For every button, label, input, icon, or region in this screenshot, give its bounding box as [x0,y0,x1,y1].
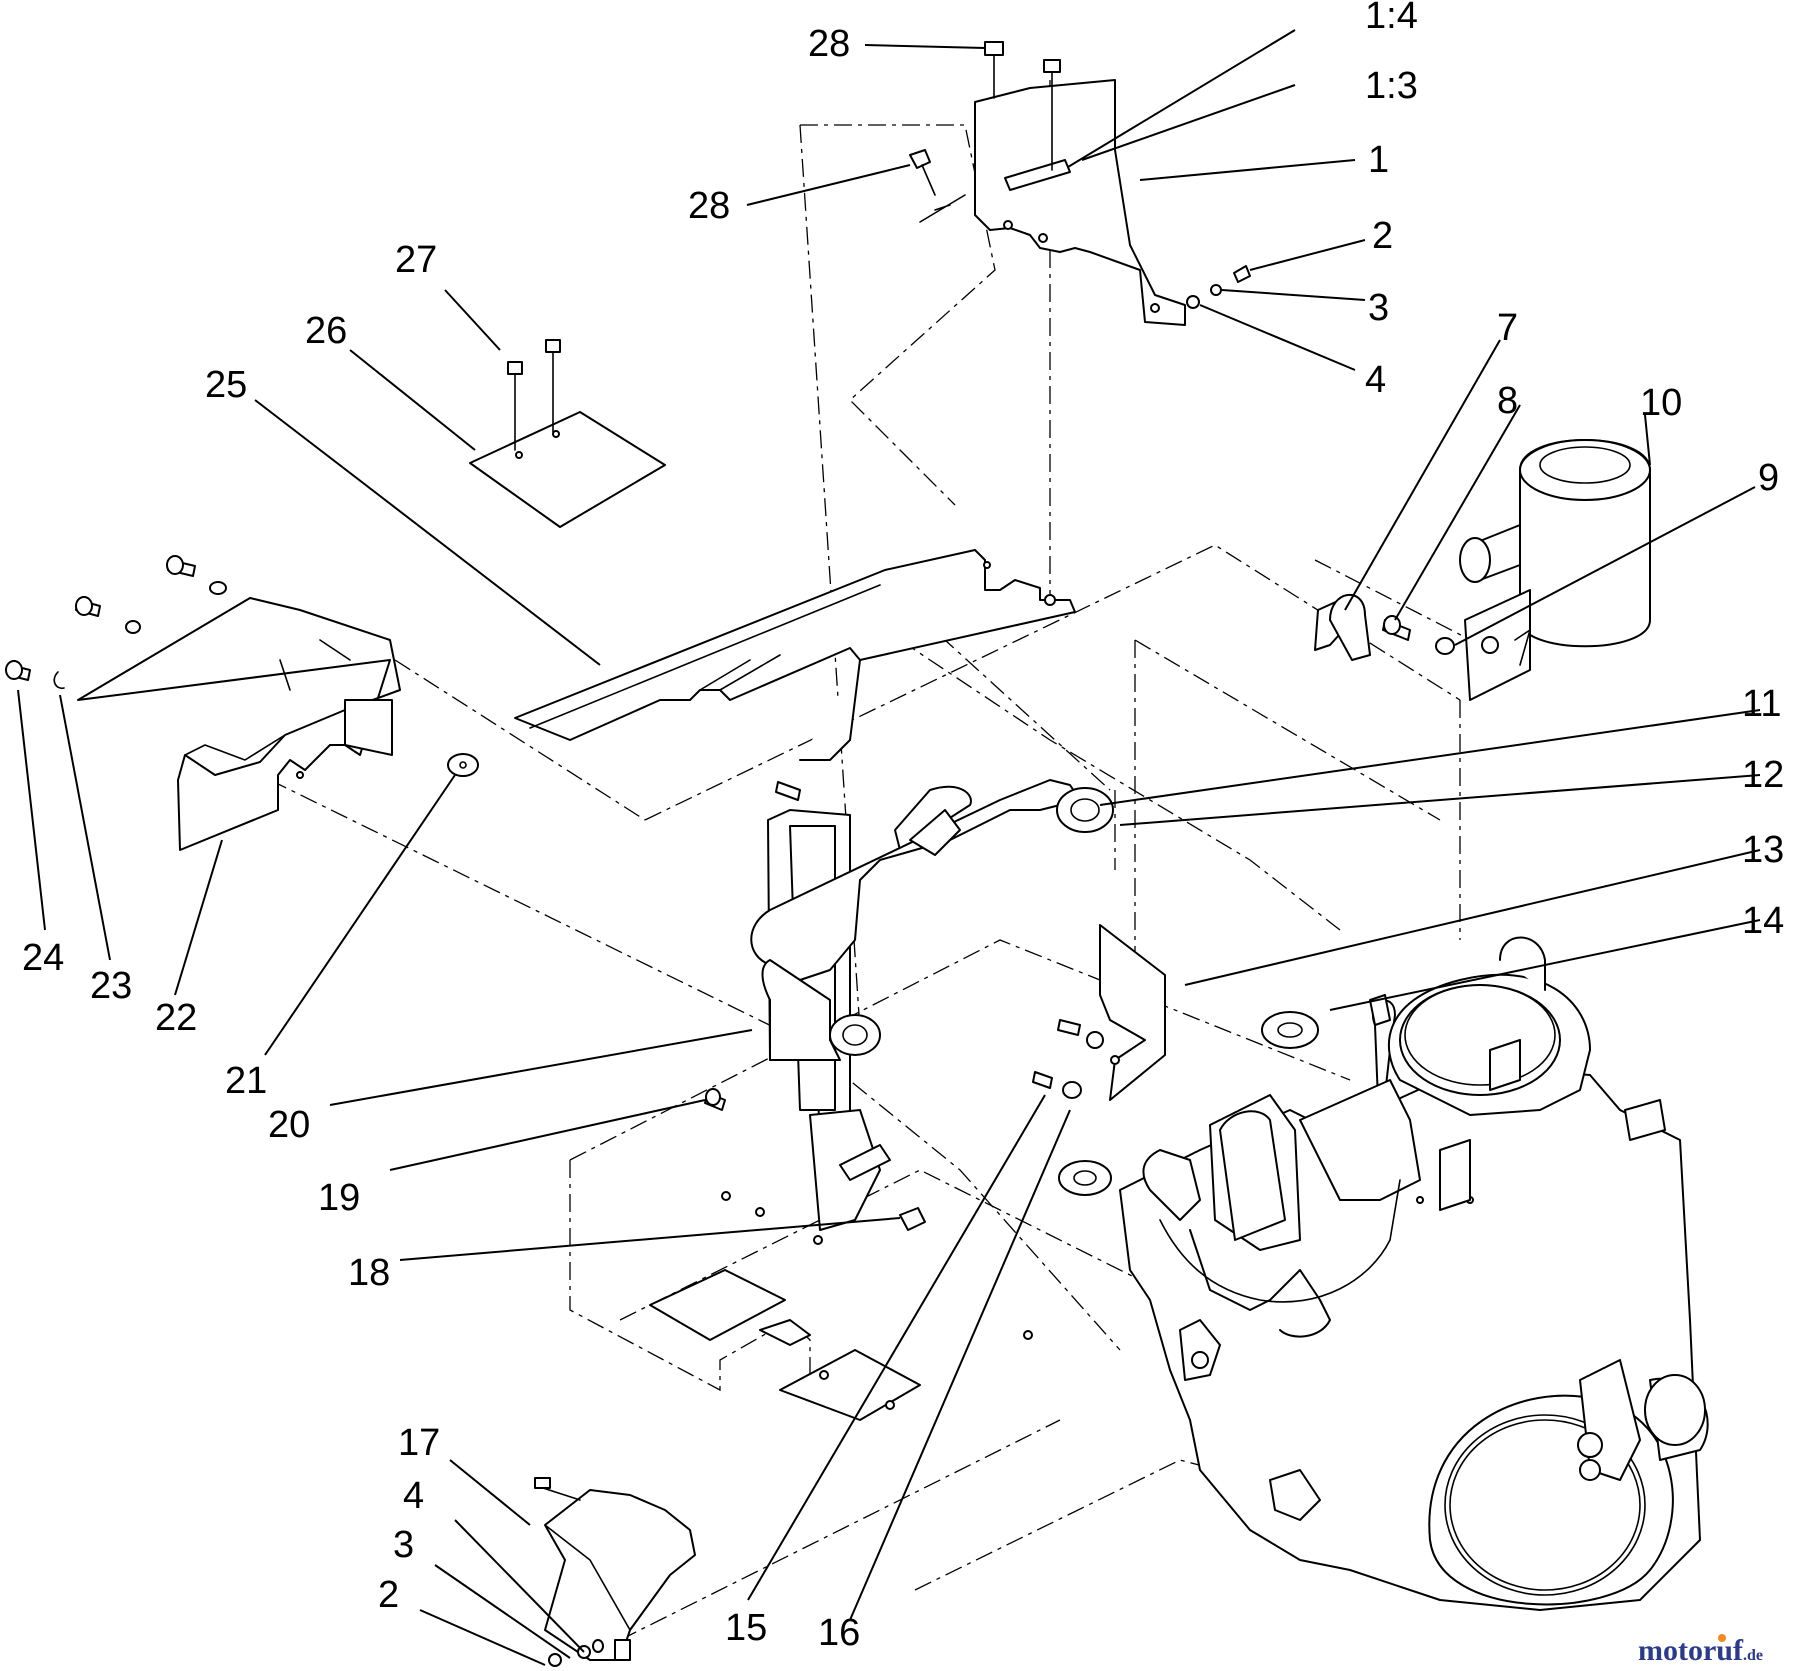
callout-4-top: 4 [1365,359,1386,401]
washer-21 [447,753,479,777]
bolts-28 [909,41,1061,223]
callout-23: 23 [90,965,132,1007]
callout-2-bottom: 2 [378,1574,399,1616]
callout-13: 13 [1742,829,1784,871]
callout-3-top: 3 [1368,287,1389,329]
air-cleaner-10 [1459,439,1651,701]
callout-15: 15 [725,1607,767,1649]
engine-block [1119,936,1709,1611]
callout-26: 26 [305,310,347,352]
engine-shroud [1032,924,1396,1196]
callout-28-left: 28 [688,185,730,227]
callout-1-4: 1:4 [1365,0,1418,37]
leader-lines [17,29,1761,1666]
callout-22: 22 [155,997,197,1039]
callout-10: 10 [1640,382,1682,424]
callout-3-bottom: 3 [393,1524,414,1566]
callout-9: 9 [1758,457,1779,499]
shield-fasteners [5,555,227,690]
upper-fasteners [1186,265,1251,309]
callout-12: 12 [1742,754,1784,796]
callout-1-3: 1:3 [1365,65,1418,107]
callout-labels: 28 1:4 1:3 1 28 2 3 4 27 26 25 7 8 10 9 … [22,0,1784,1654]
callout-25: 25 [205,364,247,406]
small-shield-17 [534,1477,696,1667]
air-cleaner-mount-7-8-9 [1314,594,1455,661]
bolt-19-nut-18 [704,781,926,1231]
callout-4-bottom: 4 [403,1475,424,1517]
long-bracket-25 [514,549,1076,761]
callout-20: 20 [268,1104,310,1146]
chassis-frame [569,1144,1033,1421]
callout-11: 11 [1742,683,1781,725]
watermark-brand: motoruf [1638,1634,1744,1667]
logo-dot-icon [1718,1634,1726,1642]
upper-mount-bracket [974,79,1186,326]
heat-shield-22 [77,597,401,851]
callout-21: 21 [225,1060,267,1102]
callout-24: 24 [22,937,64,979]
callout-2-top: 2 [1372,215,1393,257]
callout-18: 18 [348,1252,390,1294]
callout-19: 19 [318,1177,360,1219]
watermark-suffix: .de [1743,1647,1763,1664]
svg-text:motoruf.de: motoruf.de [1638,1634,1763,1667]
callout-17: 17 [398,1422,440,1464]
callout-16: 16 [818,1612,860,1654]
exhaust-pipe-20 [750,779,1114,1231]
callout-27: 27 [395,239,437,281]
callout-7: 7 [1497,307,1518,349]
callout-8: 8 [1497,380,1518,422]
callout-1: 1 [1368,139,1389,181]
watermark-logo: motoruf.de [1638,1634,1763,1667]
callout-14: 14 [1742,900,1784,942]
cover-plate-26 [469,339,666,528]
callout-28-top: 28 [808,23,850,65]
